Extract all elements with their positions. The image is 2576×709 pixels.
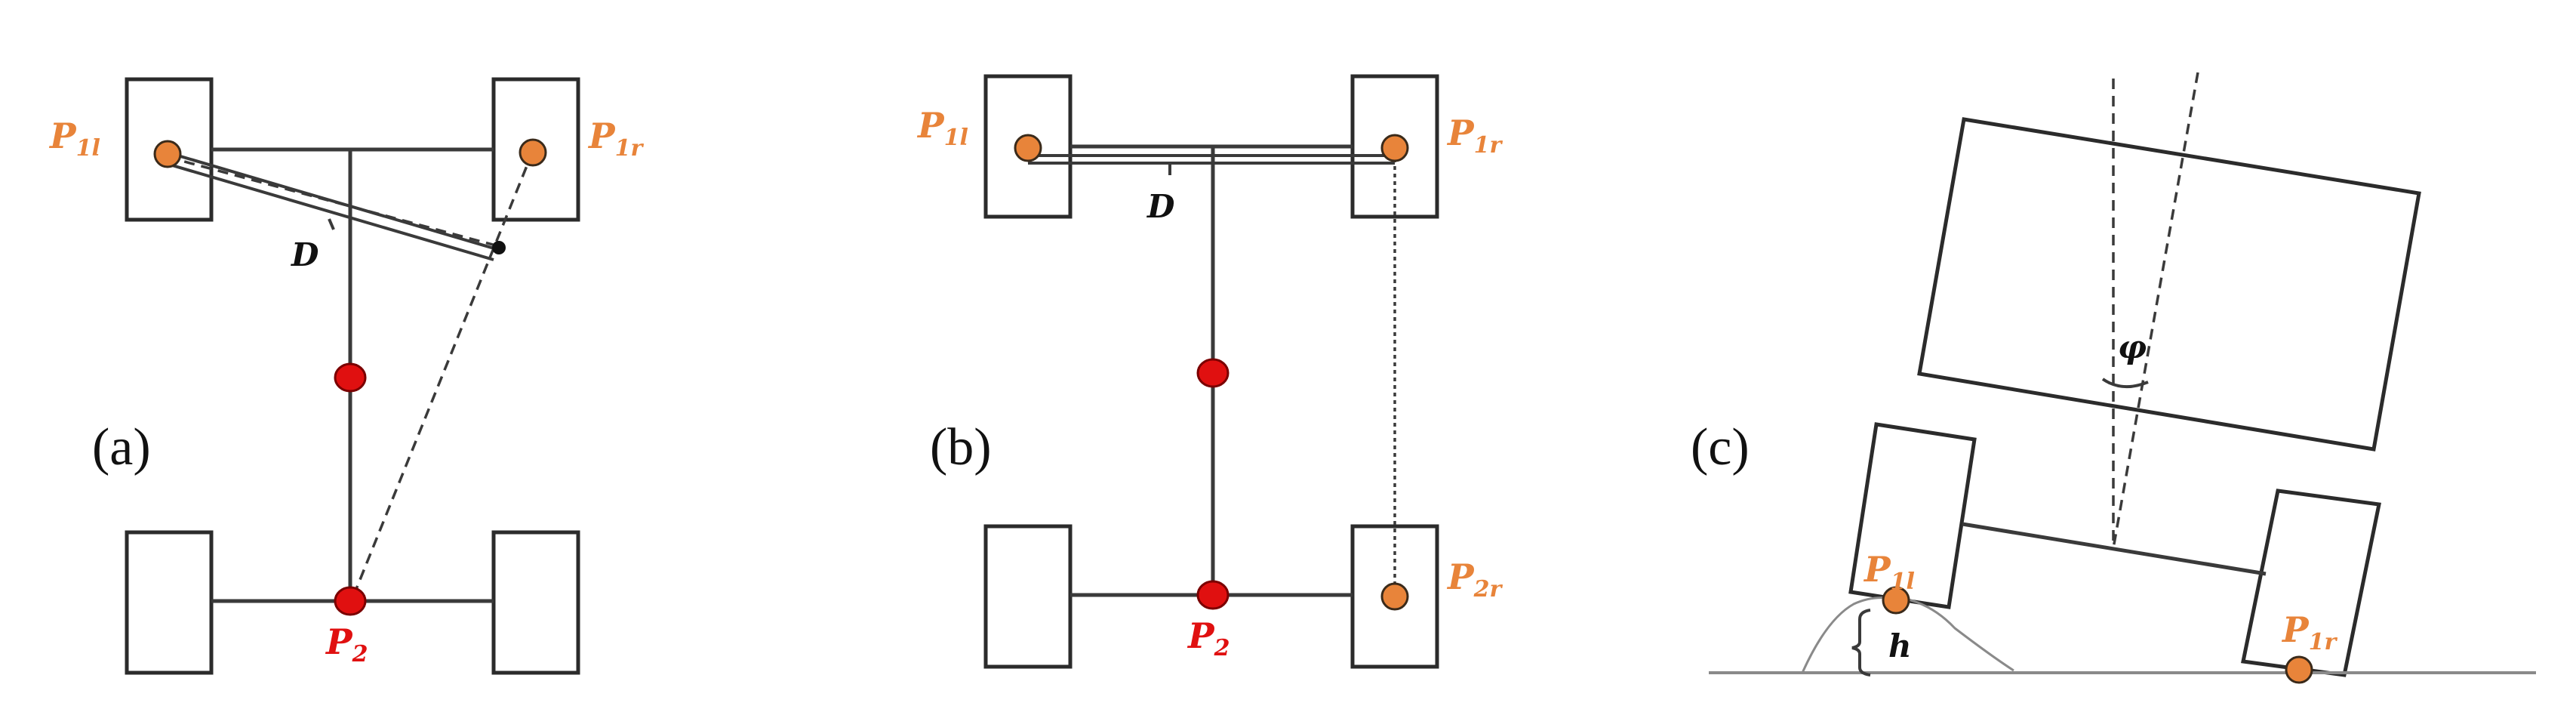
panel-a-wheel-rear-left [125, 530, 214, 675]
panel-b-point-p2 [1196, 580, 1230, 610]
panel-a-point-p2 [334, 586, 367, 616]
panel-a-diagonal-dashed [350, 150, 534, 601]
panel-c-bump-right [1901, 596, 2014, 672]
panel-c-point-p1r [2285, 655, 2313, 684]
panel-a-point-p1r [519, 138, 547, 167]
panel-b-wheel-rear-left [983, 524, 1073, 669]
panel-a-label-p2: P2 [325, 621, 368, 667]
panel-a: P1l P1r P2 D (a) [48, 77, 644, 675]
panel-c-wheel-left [1848, 422, 1977, 609]
panel-c-label-h: h [1888, 627, 1912, 664]
panel-b-wheel-front-left [983, 74, 1073, 219]
panel-c-label-p1r: P1r [2281, 609, 2337, 655]
panel-b-label-p2r: P2r [1446, 556, 1503, 603]
panel-a-label-d: D [291, 236, 319, 273]
panel-c-vehicle-body [1917, 117, 2421, 452]
panel-a-wheel-rear-right [491, 530, 580, 675]
panel-c-angle-arc [2101, 378, 2149, 389]
panel-b-label-p1l: P1l [916, 105, 968, 151]
panel-b-label-p1r: P1r [1446, 113, 1503, 159]
panel-a-d-strip-edge-2 [164, 162, 494, 261]
panel-c-label-p1l: P1l [1863, 549, 1915, 595]
panel-a-point-mid [334, 362, 367, 393]
panel-c-point-p1l [1882, 586, 1910, 615]
panel-c-tag: (c) [1691, 418, 1750, 476]
panel-c-bump-left [1801, 596, 1888, 674]
panel-c: φ P1l P1r h (c) [1691, 72, 2536, 684]
panel-c-label-phi: φ [2118, 328, 2147, 365]
panel-c-axle [1962, 522, 2267, 576]
panel-a-point-p1l [153, 140, 182, 168]
panel-a-projection-point [492, 241, 506, 254]
panel-a-d-tick [328, 218, 335, 230]
panel-b: P1l P1r P2r P2 D (b) [916, 74, 1503, 669]
panel-c-tilted-centerline [2112, 72, 2199, 549]
panel-b-point-p1l [1014, 134, 1042, 162]
panel-b-point-p2r [1380, 582, 1409, 611]
panel-c-wheel-right [2241, 489, 2381, 677]
panel-a-tag: (a) [92, 418, 151, 476]
panel-b-label-p2: P2 [1186, 615, 1230, 661]
panel-b-tag: (b) [930, 418, 992, 476]
panel-b-point-mid [1196, 358, 1230, 388]
panel-b-point-p1r [1380, 134, 1409, 162]
panel-b-label-d: D [1146, 188, 1175, 225]
panel-a-label-p1r: P1r [587, 116, 644, 162]
panel-a-label-p1l: P1l [48, 116, 100, 162]
panel-c-h-brace [1851, 609, 1871, 677]
panel-a-d-dashed-line [167, 156, 502, 248]
panel-a-d-strip-edge [167, 151, 497, 251]
